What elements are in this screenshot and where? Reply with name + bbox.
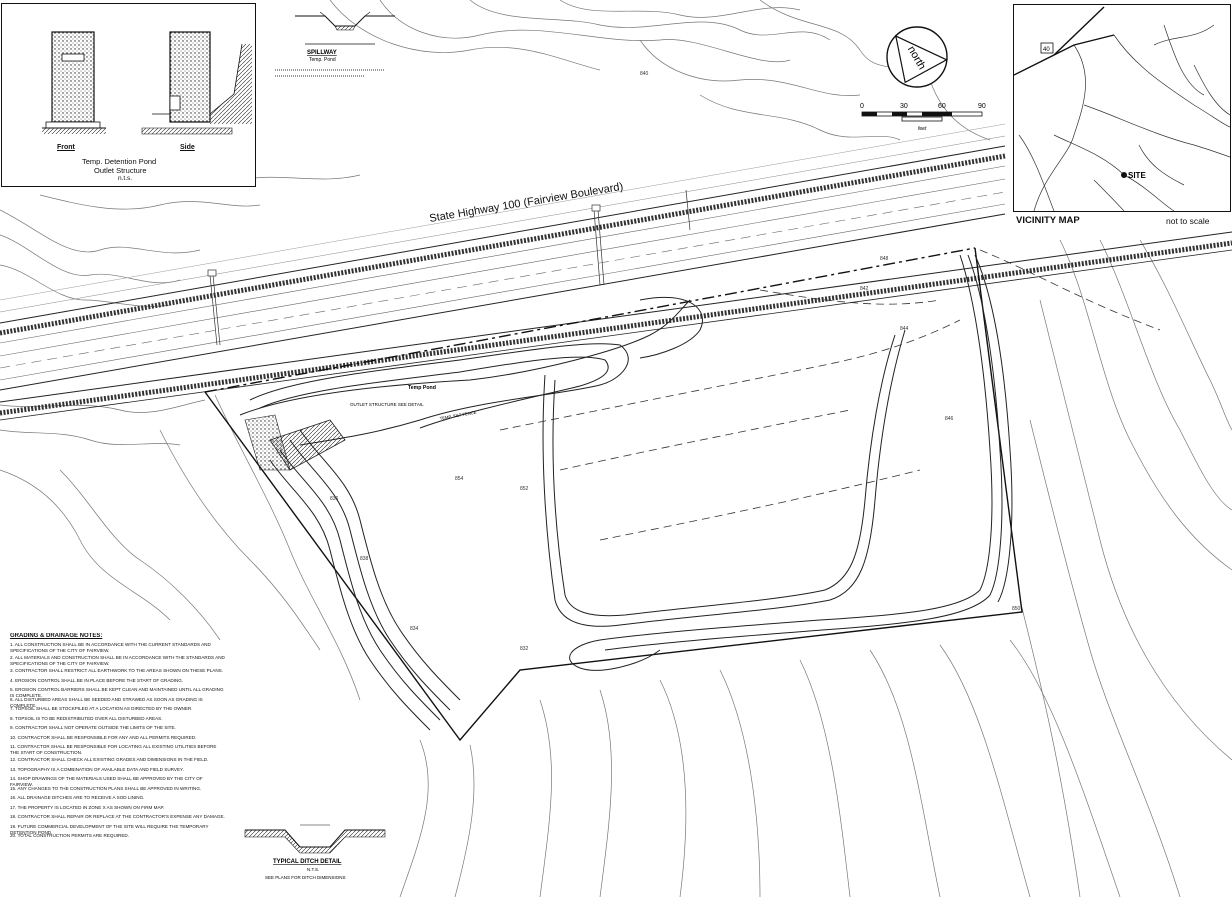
swale-lines [499, 249, 1161, 541]
note-item: 18. CONTRACTOR SHALL REPAIR OR REPLACE A… [10, 814, 225, 819]
contour-label: 844 [900, 326, 909, 332]
note-item: 14. SHOP DRAWINGS OF THE MATERIALS USED … [10, 776, 203, 788]
ditch-subtitle: N.T.S. [307, 867, 319, 872]
outlet-title-3: n.t.s. [118, 175, 133, 182]
outlet-title-2: Outlet Structure [94, 166, 147, 175]
outlet-structure-label: OUTLET STRUCTURE SEE DETAIL [350, 402, 424, 407]
site-label: SITE [1128, 171, 1146, 180]
note-item: 7. TOPSOIL SHALL BE STOCKPILED AT A LOCA… [10, 706, 193, 711]
spillway-title: SPILLWAY [307, 50, 337, 56]
note-item: 13. TOPOGRAPHY IS A COMBINATION OF AVAIL… [10, 766, 184, 772]
ditch-note: SEE PLANS FOR DITCH DIMENSIONS [265, 875, 346, 880]
scale-unit: feet [918, 126, 927, 132]
site-boundary [204, 247, 1023, 742]
culverts [207, 189, 691, 346]
vicinity-map-note: not to scale [1166, 216, 1210, 226]
note-item: 10. CONTRACTOR SHALL BE RESPONSIBLE FOR … [10, 734, 197, 740]
note-item: 4. EROSION CONTROL SHALL BE IN PLACE BEF… [10, 677, 184, 683]
riprap-outlet [244, 414, 346, 471]
note-item: 5. EROSION CONTROL BARRIERS SHALL BE KEP… [10, 687, 224, 699]
note-item: 6. ALL DISTURBED AREAS SHALL BE SEEDED A… [10, 696, 203, 708]
contour-label: 842 [860, 286, 869, 292]
scale-tick-label: 30 [900, 103, 908, 110]
front-label: Front [57, 144, 75, 151]
vicinity-map-drawing: 40 SITE [1013, 6, 1231, 212]
contour-elevation-labels: 840 842 844 846 848 850 852 854 836 838 … [330, 71, 1021, 652]
contour-label: 854 [455, 476, 464, 482]
contour-label: 838 [360, 556, 369, 562]
notes-title: GRADING & DRAINAGE NOTES: [10, 633, 103, 639]
scale-tick-label: 60 [938, 103, 946, 110]
scale-bar: 0 30 60 90 feet [860, 103, 986, 132]
note-item: 20. TOTAL CONSTRUCTION PERMITS ARE REQUI… [10, 833, 130, 838]
spillway-subtitle: Temp. Pond [309, 57, 336, 63]
vicinity-map-title: VICINITY MAP [1016, 215, 1080, 226]
route-shield: 40 [1043, 47, 1050, 53]
note-item: 8. TOPSOIL IS TO BE REDISTRIBUTED OVER A… [10, 715, 163, 721]
note-item: 12. CONTRACTOR SHALL CHECK ALL EXISTING … [10, 757, 209, 762]
spillway-detail: SPILLWAY Temp. Pond [275, 11, 395, 77]
contour-label: 850 [1012, 606, 1021, 612]
note-item: 2. ALL MATERIALS AND CONSTRUCTION SHALL … [10, 655, 225, 667]
contour-label: 848 [880, 256, 889, 262]
outlet-structure-drawing [42, 31, 252, 135]
outlet-structure-detail: Front Side Temp. Detention Pond Outlet S… [1, 3, 256, 187]
grading-notes: GRADING & DRAINAGE NOTES: 1. ALL CONSTRU… [10, 633, 230, 895]
note-item: 3. CONTRACTOR SHALL RESTRICT ALL EARTHWO… [10, 668, 223, 673]
scale-tick-label: 90 [978, 103, 986, 110]
note-item: 19. FUTURE COMMERCIAL DEVELOPMENT OF THE… [10, 823, 209, 835]
contour-label: 834 [410, 626, 419, 632]
side-label: Side [180, 144, 195, 151]
note-item: 17. THE PROPERTY IS LOCATED IN ZONE X AS… [10, 804, 165, 810]
temp-pond-label: Temp Pond [408, 385, 436, 391]
vicinity-map: 40 SITE VICINITY MAP not to scale [1013, 4, 1231, 226]
north-arrow: north [886, 26, 948, 88]
note-item: 16. ALL DRAINAGE DITCHES ARE TO RECEIVE … [10, 795, 145, 800]
outlet-title-1: Temp. Detention Pond [82, 157, 157, 166]
contour-label: 846 [945, 416, 954, 422]
silt-fence-label: TEMP. SILT FENCE [439, 410, 477, 421]
note-item: 9. CONTRACTOR SHALL NOT OPERATE OUTSIDE … [10, 725, 176, 730]
proposed-grading [239, 254, 1013, 731]
note-item: 11. CONTRACTOR SHALL BE RESPONSIBLE FOR … [10, 744, 217, 756]
ditch-title: TYPICAL DITCH DETAIL [273, 859, 342, 865]
contour-label: 852 [520, 486, 529, 492]
highway [0, 123, 1232, 421]
scale-tick-label: 0 [860, 103, 864, 110]
typical-ditch-detail: TYPICAL DITCH DETAIL N.T.S. SEE PLANS FO… [244, 824, 386, 880]
contour-label: 832 [520, 646, 529, 652]
note-item: 1. ALL CONSTRUCTION SHALL BE IN ACCORDAN… [10, 642, 211, 654]
note-item: 15. ANY CHANGES TO THE CONSTRUCTION PLAN… [10, 785, 202, 791]
contour-label: 836 [330, 496, 339, 502]
contour-label: 840 [640, 71, 649, 77]
